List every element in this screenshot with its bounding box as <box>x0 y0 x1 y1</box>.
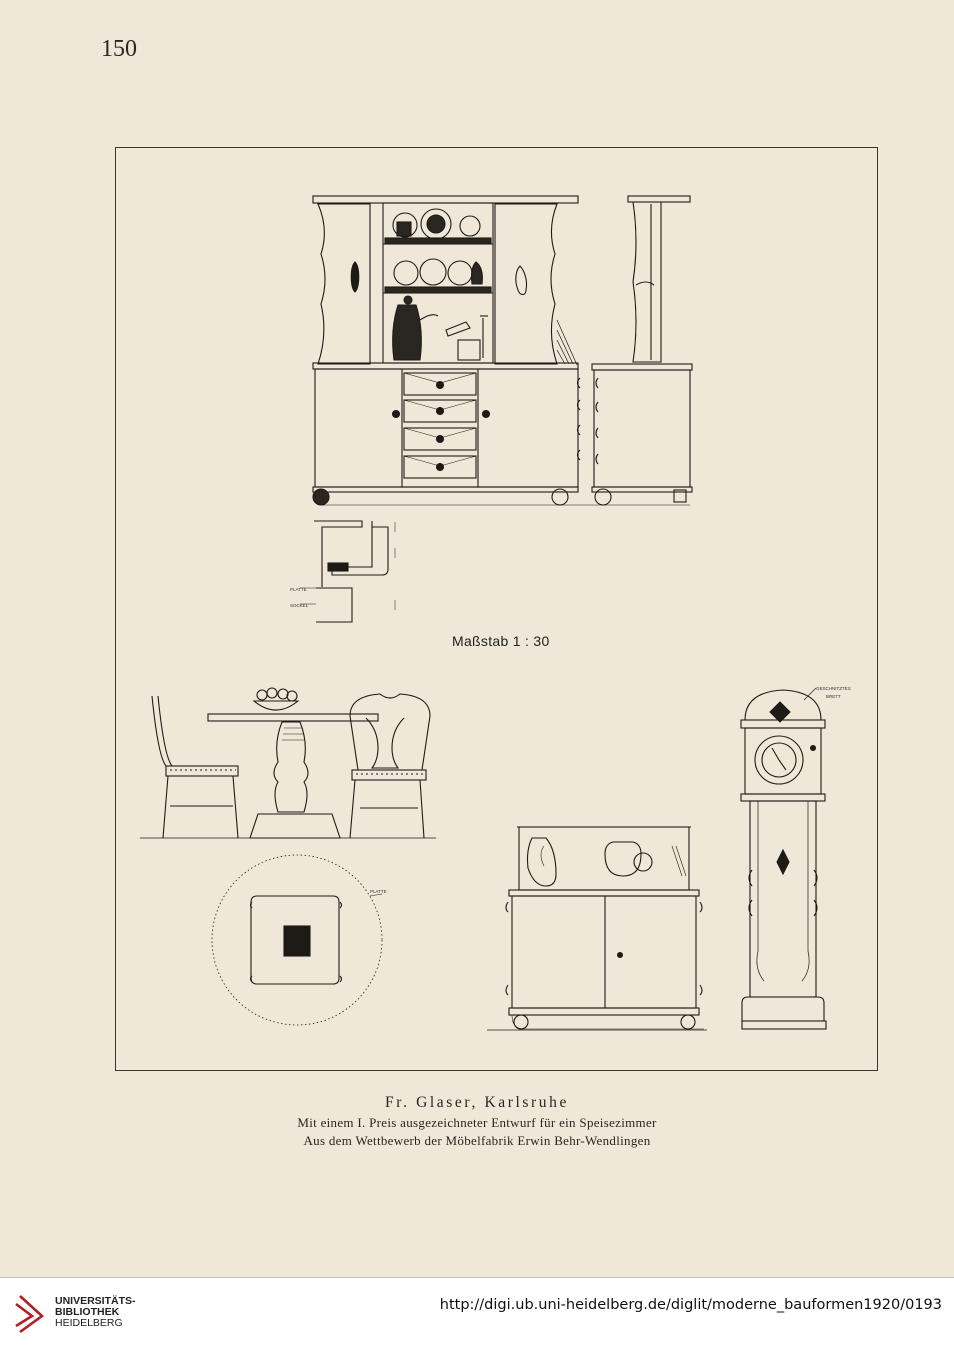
scale-note: Maßstab 1 : 30 <box>452 633 550 649</box>
caption-line-2: Aus dem Wettbewerb der Möbelfabrik Erwin… <box>303 1133 651 1148</box>
footer-bar: UNIVERSITÄTS- BIBLIOTHEK HEIDELBERG http… <box>0 1278 954 1350</box>
sideboard-front-view <box>312 195 579 506</box>
library-name-line-1: UNIVERSITÄTS- <box>55 1295 136 1307</box>
plate-frame <box>115 147 878 1071</box>
table-and-chairs <box>140 687 436 839</box>
table-plan-view <box>211 854 383 1026</box>
caption-line-1: Mit einem I. Preis ausgezeichneter Entwu… <box>297 1115 657 1130</box>
label-platte-table: PLATTE <box>370 889 387 894</box>
library-logo-icon <box>15 1295 45 1334</box>
library-name: UNIVERSITÄTS- BIBLIOTHEK HEIDELBERG <box>55 1296 136 1329</box>
label-clock-carving-1: GESCHNITZTES <box>816 686 851 691</box>
source-url-link[interactable]: http://digi.ub.uni-heidelberg.de/diglit/… <box>439 1297 942 1313</box>
profile-section <box>300 520 396 623</box>
grandfather-clock <box>740 687 827 1030</box>
label-sockel: SOCKEL <box>290 603 309 608</box>
label-platte-top: PLATTE <box>290 587 307 592</box>
caption-author: Fr. Glaser, Karlsruhe <box>385 1094 569 1111</box>
page-number: 150 <box>101 36 137 62</box>
library-name-line-2: BIBLIOTHEK <box>55 1306 120 1318</box>
sideboard-side-view <box>320 195 693 506</box>
small-sideboard <box>487 826 707 1031</box>
label-clock-carving-2: BRETT <box>826 694 841 699</box>
library-name-line-3: HEIDELBERG <box>55 1317 123 1329</box>
footer-divider <box>0 1277 954 1278</box>
